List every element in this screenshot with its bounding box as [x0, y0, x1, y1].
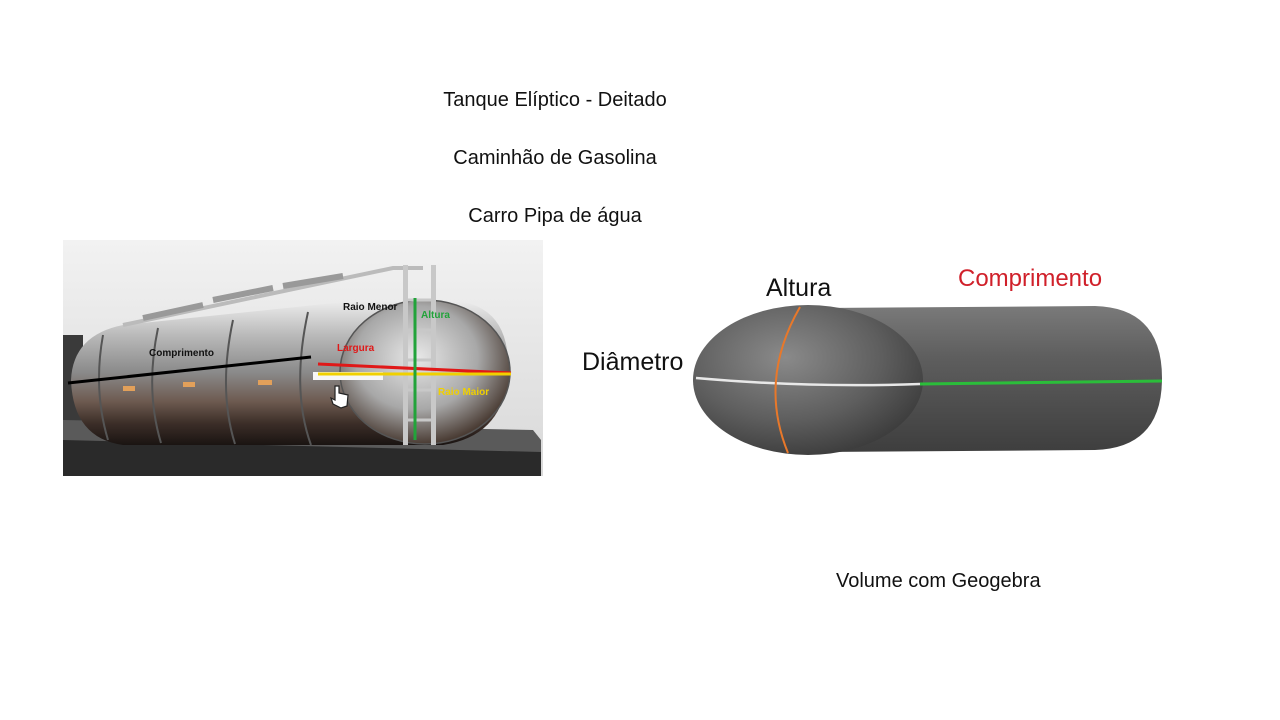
comprimento-line	[67, 355, 312, 385]
hand-cursor-icon	[329, 385, 349, 409]
label-comprimento: Comprimento	[149, 348, 214, 359]
label-raio-maior: Raio Maior	[438, 387, 489, 398]
geogebra-tank-model	[693, 305, 1163, 455]
title-line-1: Tanque Elíptico - Deitado	[443, 89, 667, 111]
label-raio-menor: Raio Menor	[343, 302, 398, 313]
label-largura: Largura	[337, 343, 375, 354]
label-comprimento-3d: Comprimento	[958, 265, 1103, 292]
label-altura-photo: Altura	[421, 310, 450, 321]
footer-caption: Volume com Geogebra	[836, 570, 1041, 592]
label-diametro: Diâmetro	[582, 348, 684, 376]
title-line-3: Carro Pipa de água	[468, 205, 642, 227]
tanker-truck-image: Comprimento Raio Menor Altura Largura Ra…	[63, 240, 543, 476]
label-altura-3d: Altura	[766, 274, 832, 302]
altura-curve	[774, 306, 801, 454]
comprimento-line-3d	[919, 379, 1163, 386]
title-line-2: Caminhão de Gasolina	[453, 147, 657, 169]
diametro-line	[695, 376, 921, 387]
